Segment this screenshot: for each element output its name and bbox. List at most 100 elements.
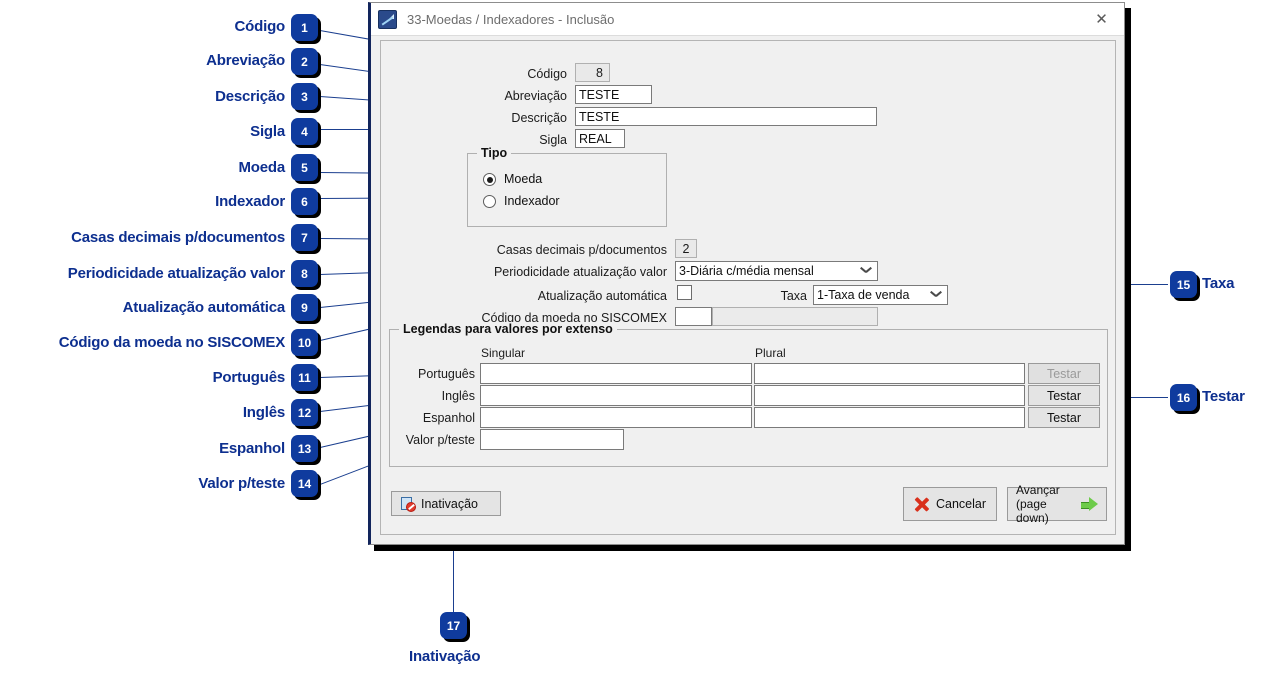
codigo-input[interactable]: 8: [575, 63, 610, 82]
siscomex-input[interactable]: [675, 307, 712, 326]
inativacao-label: Inativação: [421, 496, 478, 511]
cancelar-label: Cancelar: [935, 497, 987, 511]
annotation-badge-12: 12: [291, 399, 318, 426]
dialog-client-area: Código 8 Abreviação TESTE Descrição TEST…: [380, 40, 1116, 535]
avancar-label-line2: (page down): [1016, 497, 1049, 525]
leader-line-16: [1091, 397, 1168, 398]
annotation-label-1: Código: [234, 18, 286, 35]
espanhol-label: Espanhol: [422, 411, 475, 425]
avancar-label-line1: Avançar: [1016, 483, 1060, 497]
testar-portugues-label: Testar: [1046, 366, 1082, 381]
annotation-label-10: Código da moeda no SISCOMEX: [58, 334, 285, 351]
abreviacao-label: Abreviação: [504, 89, 567, 103]
annotation-label-5: Moeda: [238, 159, 285, 176]
annotation-badge-8: 8: [291, 260, 318, 287]
descricao-input[interactable]: TESTE: [575, 107, 877, 126]
testar-espanhol-button[interactable]: Testar: [1028, 407, 1100, 428]
testar-ingles-button[interactable]: Testar: [1028, 385, 1100, 406]
testar-portugues-button[interactable]: Testar: [1028, 363, 1100, 384]
abreviacao-input[interactable]: TESTE: [575, 85, 652, 104]
taxa-select[interactable]: 1-Taxa de venda: [813, 285, 948, 305]
avancar-button[interactable]: Avançar (page down): [1007, 483, 1107, 525]
annotation-label-6: Indexador: [215, 193, 285, 210]
codigo-label: Código: [527, 67, 567, 81]
testar-espanhol-label: Testar: [1046, 410, 1082, 425]
ingles-singular-input[interactable]: [480, 385, 752, 406]
radio-moeda[interactable]: [483, 173, 496, 186]
taxa-label: Taxa: [780, 289, 807, 303]
portugues-plural-input[interactable]: [754, 363, 1025, 384]
leader-line-17: [453, 519, 454, 612]
legendas-legend: Legendas para valores por extenso: [399, 322, 617, 336]
annotation-label-3: Descrição: [215, 88, 285, 105]
annotation-badge-9: 9: [291, 294, 318, 321]
annotation-label-14: Valor p/teste: [198, 475, 285, 492]
inactivate-document-icon: [401, 496, 416, 512]
testar-ingles-label: Testar: [1046, 388, 1082, 403]
descricao-label: Descrição: [511, 111, 567, 125]
casas-decimais-label: Casas decimais p/documentos: [496, 243, 667, 257]
annotation-badge-10: 10: [291, 329, 318, 356]
siscomex-description-readonly: [712, 307, 878, 326]
annotation-badge-14: 14: [291, 470, 318, 497]
atualizacao-automatica-checkbox[interactable]: [677, 285, 692, 300]
dialog-window: 33-Moedas / Indexadores - Inclusão ✕ Cód…: [368, 2, 1125, 545]
chevron-down-icon: [861, 267, 870, 276]
app-chart-arrow-icon: [378, 9, 397, 29]
chevron-down-icon: [931, 291, 940, 300]
tipo-legend: Tipo: [477, 146, 512, 160]
annotation-badge-16: 16: [1170, 384, 1197, 411]
annotation-label-9: Atualização automática: [122, 299, 286, 316]
casas-decimais-input[interactable]: 2: [675, 239, 697, 258]
annotation-badge-5: 5: [291, 154, 318, 181]
espanhol-plural-input[interactable]: [754, 407, 1025, 428]
annotation-label-12: Inglês: [242, 404, 285, 421]
close-icon[interactable]: ✕: [1095, 10, 1108, 28]
radio-indexador-label: Indexador: [504, 194, 560, 208]
radio-moeda-label: Moeda: [504, 172, 543, 186]
annotation-badge-17: 17: [440, 612, 467, 639]
annotation-label-11: Português: [212, 369, 286, 386]
annotation-badge-13: 13: [291, 435, 318, 462]
ingles-label: Inglês: [441, 389, 475, 403]
annotation-label-2: Abreviação: [206, 52, 285, 69]
cancelar-button[interactable]: Cancelar: [903, 487, 997, 521]
column-header-singular: Singular: [481, 346, 526, 360]
legendas-group: Legendas para valores por extenso Singul…: [389, 322, 1108, 467]
annotation-badge-11: 11: [291, 364, 318, 391]
annotation-badge-6: 6: [291, 188, 318, 215]
ingles-plural-input[interactable]: [754, 385, 1025, 406]
annotation-badge-7: 7: [291, 224, 318, 251]
sigla-label: Sigla: [539, 133, 567, 147]
portugues-label: Português: [418, 367, 475, 381]
arrow-right-icon: [1081, 497, 1098, 511]
annotation-label-7: Casas decimais p/documentos: [71, 229, 285, 246]
annotation-label-8: Periodicidade atualização valor: [67, 265, 285, 282]
radio-indexador[interactable]: [483, 195, 496, 208]
annotation-label-4: Sigla: [250, 123, 285, 140]
annotation-label-16: Testar: [1202, 388, 1245, 405]
avancar-labels: Avançar (page down): [1016, 483, 1081, 525]
annotation-label-13: Espanhol: [219, 440, 285, 457]
valor-teste-label: Valor p/teste: [405, 433, 475, 447]
periodicidade-label: Periodicidade atualização valor: [493, 265, 667, 279]
valor-teste-input[interactable]: [480, 429, 624, 450]
annotation-badge-15: 15: [1170, 271, 1197, 298]
portugues-singular-input[interactable]: [480, 363, 752, 384]
taxa-value: 1-Taxa de venda: [817, 288, 910, 302]
periodicidade-select[interactable]: 3-Diária c/média mensal: [675, 261, 878, 281]
tipo-group: Tipo Moeda Indexador: [467, 146, 667, 227]
column-header-plural: Plural: [755, 346, 786, 360]
annotation-badge-4: 4: [291, 118, 318, 145]
annotation-badge-3: 3: [291, 83, 318, 110]
dialog-button-bar: Inativação Cancelar Avançar (page down): [381, 481, 1117, 531]
title-bar: 33-Moedas / Indexadores - Inclusão ✕: [371, 3, 1124, 36]
sigla-input[interactable]: REAL: [575, 129, 625, 148]
espanhol-singular-input[interactable]: [480, 407, 752, 428]
annotation-label-15: Taxa: [1202, 275, 1235, 292]
atualizacao-automatica-label: Atualização automática: [537, 289, 667, 303]
inativacao-button[interactable]: Inativação: [391, 491, 501, 516]
annotation-label-17: Inativação: [409, 648, 481, 665]
window-title: 33-Moedas / Indexadores - Inclusão: [407, 11, 615, 27]
periodicidade-value: 3-Diária c/média mensal: [679, 264, 814, 278]
